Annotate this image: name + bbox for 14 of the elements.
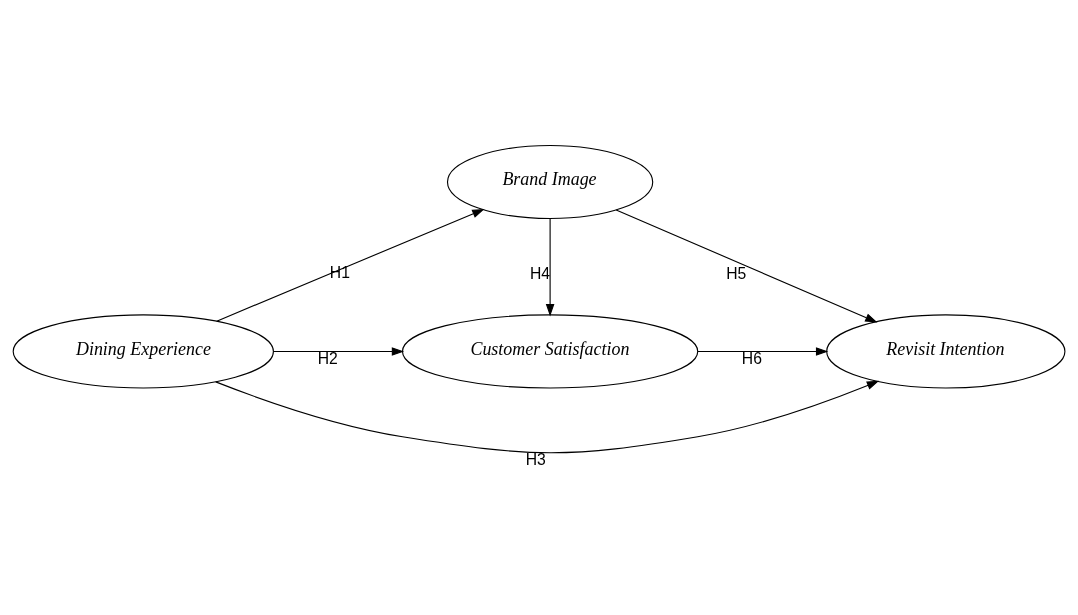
arrow [615,209,878,323]
arrow [215,380,880,454]
arrow [273,347,405,356]
arrow [216,209,485,322]
node-ellipse: Customer Satisfaction [401,314,699,389]
edge-label: H4 [529,264,551,282]
arrow [697,347,829,356]
edge-label: H3 [525,451,546,469]
node-ellipse: Dining Experience [12,314,274,389]
edge-label: H6 [741,350,762,368]
edge-label: H1 [329,263,350,281]
edge-label: H2 [317,350,338,368]
edge-label: H5 [726,264,747,282]
arrow [545,218,555,317]
